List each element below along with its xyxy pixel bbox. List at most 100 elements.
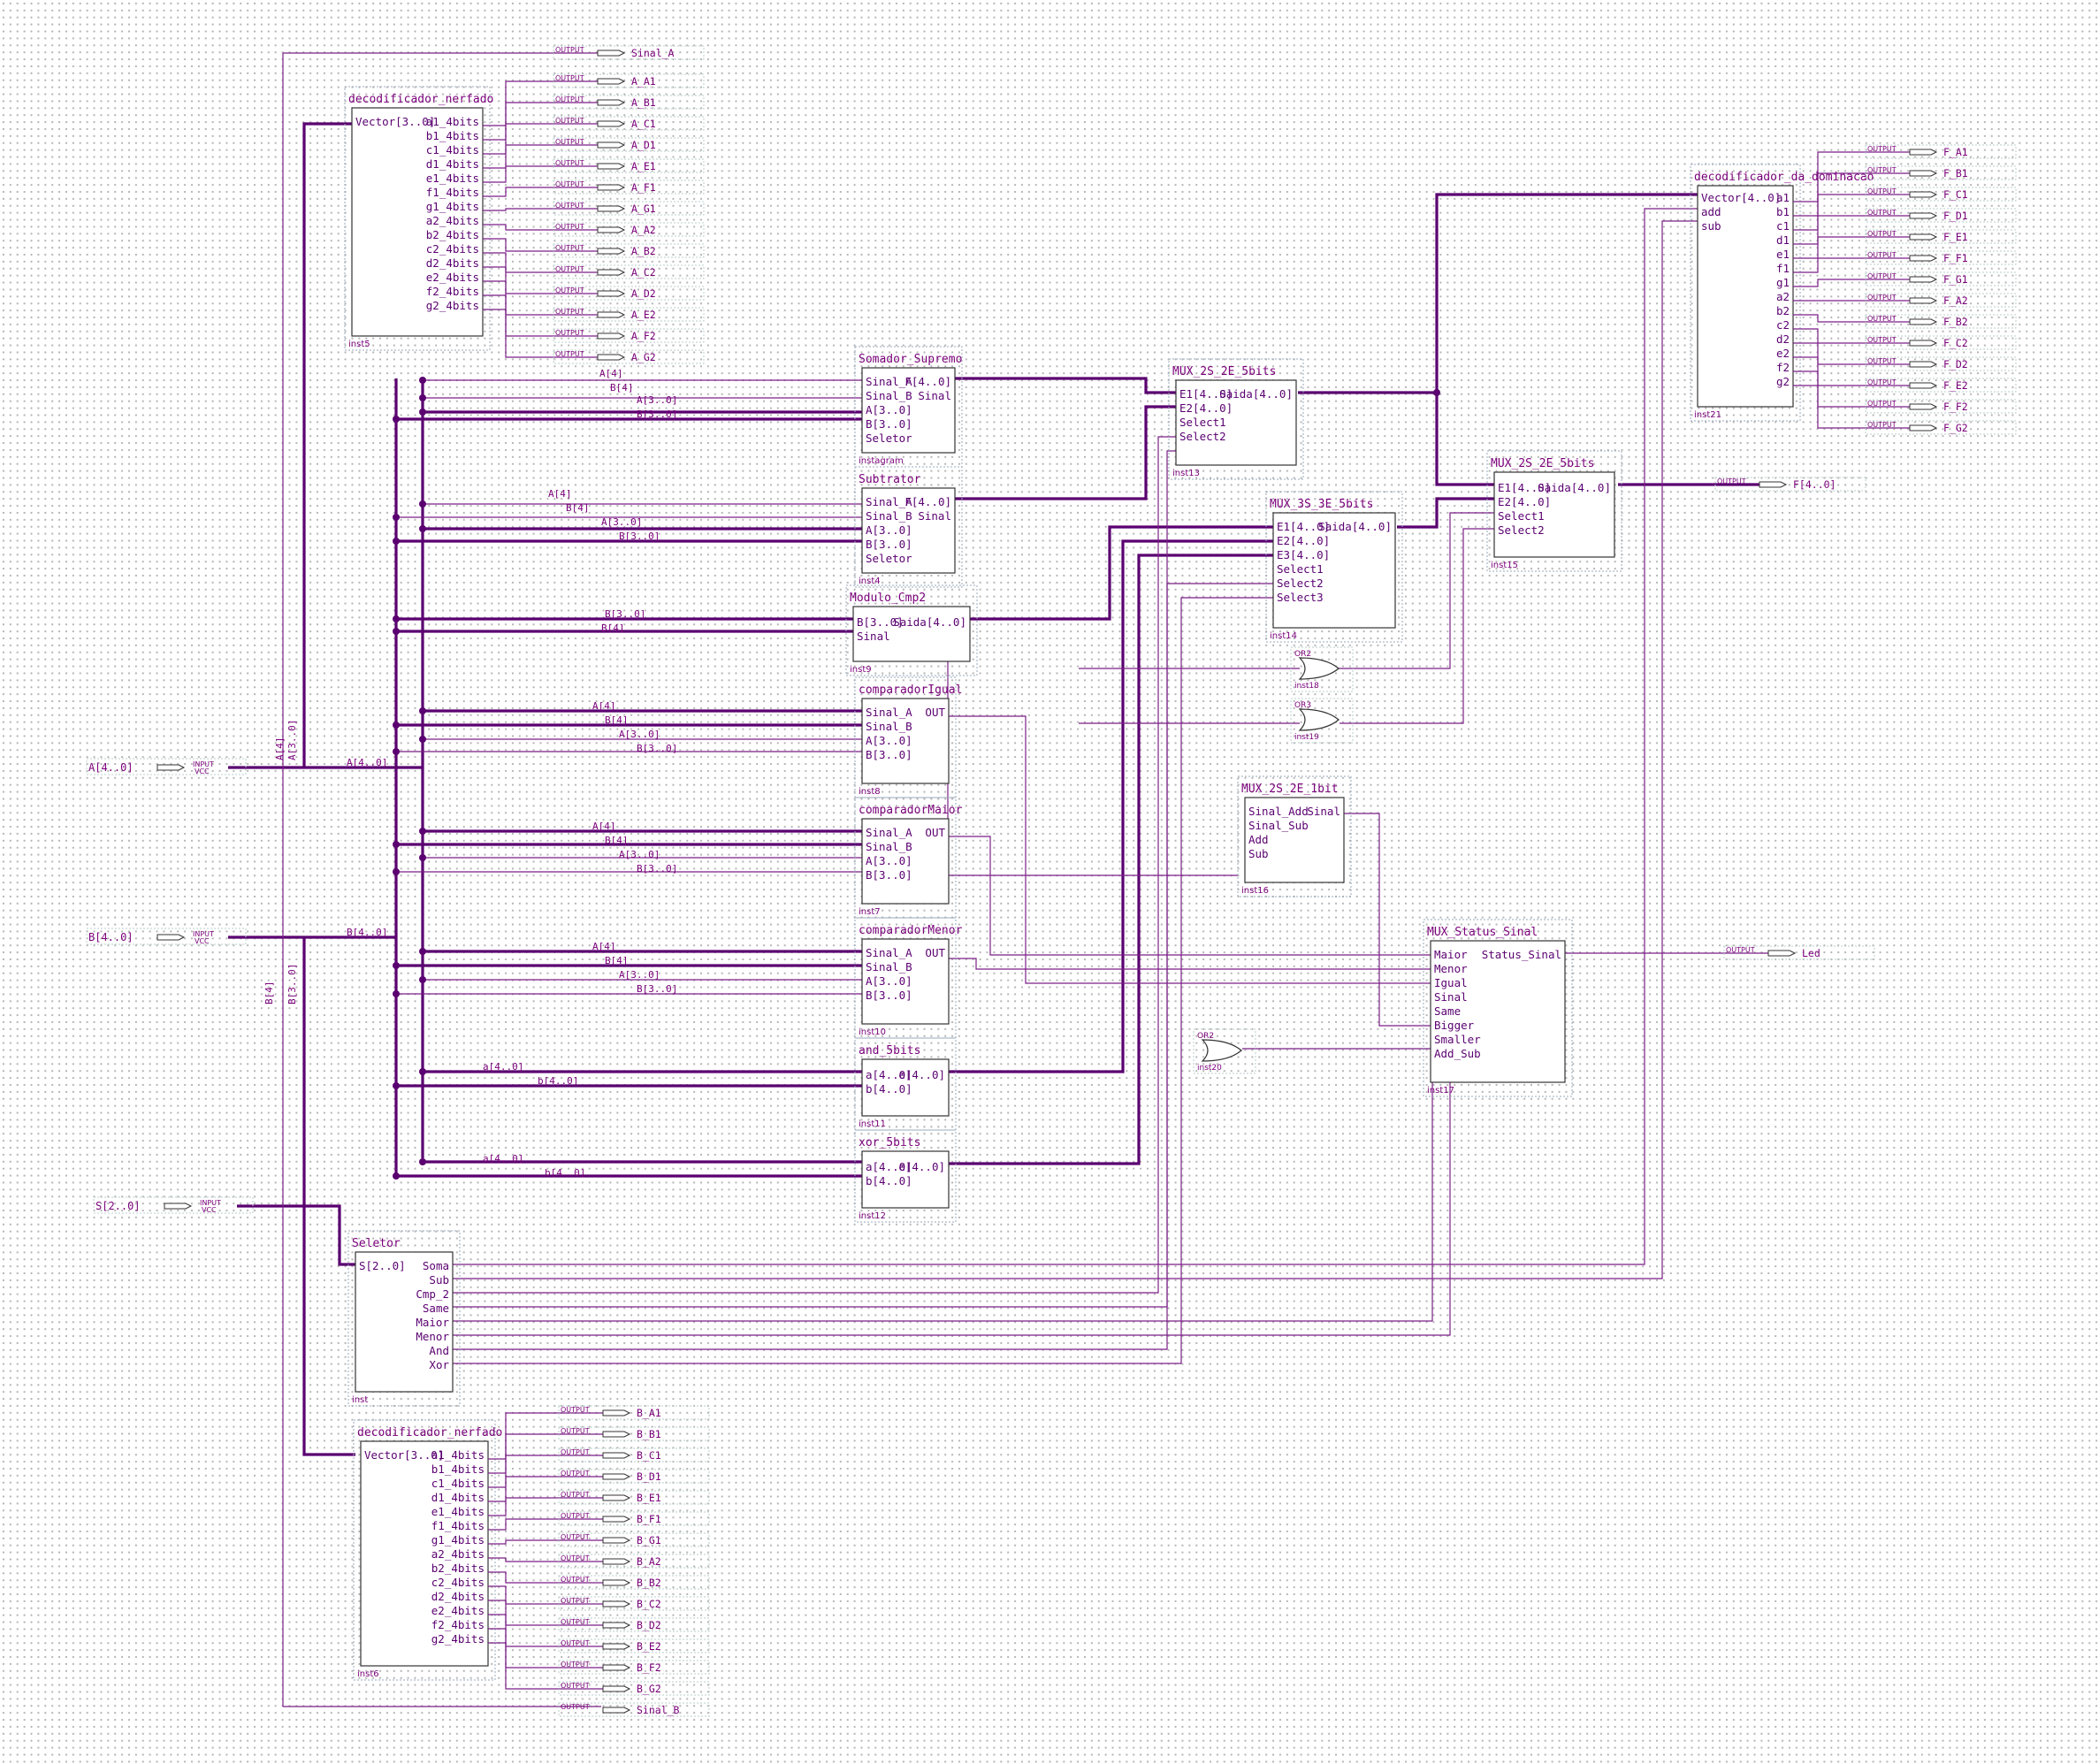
pin-label: B_D2	[637, 1619, 661, 1631]
pin-shape	[597, 226, 626, 233]
block-seletor[interactable]: SeletorinstS[2..0]SomaSubCmp_2SameMaiorM…	[347, 1230, 461, 1407]
pin-kind: OUTPUT	[555, 265, 584, 273]
block-mux2s_b[interactable]: MUX_2S_2E_5bitsinst15E1[4..0]E2[4..0]Sel…	[1486, 450, 1622, 572]
pin-label: B_A2	[637, 1555, 661, 1568]
control-wire	[453, 597, 1273, 1364]
pin-shape	[1909, 170, 1938, 177]
block-dec_b[interactable]: decodificador_nerfadoinst6Vector[3..0]a1…	[353, 1419, 502, 1681]
block-maior[interactable]: comparadorMaiorinst7Sinal_ASinal_BA[3..0…	[854, 797, 963, 919]
pin-shape	[164, 1203, 193, 1210]
net-label: B[3..0]	[637, 863, 677, 874]
block-somador[interactable]: Somador_SupremoinstagramSinal_ASinal_BA[…	[854, 346, 963, 468]
block-body	[861, 938, 950, 1025]
pin-kind: OUTPUT	[1867, 230, 1897, 238]
junction-dot	[393, 1082, 400, 1089]
block-mux3s[interactable]: MUX_3S_3E_5bitsinst14E1[4..0]E2[4..0]E3[…	[1265, 491, 1403, 643]
block-frame	[1237, 775, 1352, 897]
port-out: Maior	[416, 1316, 449, 1329]
pin-frame	[558, 1532, 710, 1547]
block-body	[351, 107, 484, 337]
junction-dot	[393, 748, 400, 755]
wire	[1793, 342, 1910, 365]
pin-label: B_F2	[637, 1661, 661, 1674]
port-out: b2	[1776, 304, 1790, 317]
pin-shape	[156, 934, 186, 941]
wire	[946, 958, 1431, 970]
port-out: c2_4bits	[426, 242, 479, 256]
net-label: A[4]	[274, 737, 286, 761]
wire	[1793, 257, 1910, 273]
block-title: decodificador_da_dominacao	[1694, 171, 1874, 184]
block-title: Seletor	[352, 1237, 401, 1250]
pin-label: Led	[1802, 947, 1820, 959]
control-wire	[453, 220, 1698, 1279]
net-label: B[4..0]	[347, 927, 387, 938]
block-frame	[854, 1129, 957, 1223]
port-out: d1_4bits	[431, 1491, 485, 1504]
port-out: e2	[1776, 347, 1790, 360]
pin-kind: OUTPUT	[561, 1682, 590, 1690]
block-instance: inst15	[1491, 561, 1518, 570]
block-menor[interactable]: comparadorMenorinst10Sinal_ASinal_BA[3..…	[854, 917, 963, 1039]
port-out: f1	[1776, 262, 1790, 275]
net-label: B[3..0]	[619, 531, 660, 542]
pin-label: B_G1	[637, 1534, 661, 1546]
port-in: a[4..0]	[866, 1160, 912, 1173]
block-instance: inst17	[1427, 1086, 1454, 1096]
block-body	[1244, 797, 1345, 883]
gate-kind: OR3	[1294, 701, 1311, 710]
port-out: d2	[1776, 332, 1790, 346]
junction-dot	[419, 377, 426, 384]
port-out: Cmp_2	[416, 1287, 449, 1301]
pin-shape	[1909, 212, 1938, 219]
control-wire	[453, 208, 1698, 1265]
wire	[488, 1642, 603, 1690]
block-mux2s[interactable]: MUX_2S_2E_5bitsinst13E1[4..0]E2[4..0]Sel…	[1168, 358, 1304, 480]
port-out: f1_4bits	[431, 1519, 485, 1532]
net-label: b[4..0]	[545, 1167, 585, 1179]
port-in: b[4..0]	[866, 1082, 912, 1096]
pin-label: F_B1	[1943, 167, 1968, 179]
port-out: e2_4bits	[426, 271, 479, 284]
block-subtrator[interactable]: Subtratorinst4Sinal_ASinal_BA[3..0]B[3..…	[854, 466, 963, 588]
block-body	[1430, 940, 1566, 1083]
block-igual[interactable]: comparadorIgualinst8Sinal_ASinal_BA[3..0…	[854, 676, 962, 798]
block-instance: inst5	[348, 340, 370, 349]
wire	[483, 238, 598, 252]
port-out: g2_4bits	[431, 1632, 485, 1646]
net-label: A[4]	[592, 821, 616, 832]
pin-label: F[4..0]	[1793, 478, 1836, 491]
wire	[483, 123, 598, 155]
net-label: A[4]	[599, 368, 623, 379]
port-in: E2[4..0]	[1277, 534, 1330, 547]
port-out: c2_4bits	[431, 1576, 485, 1589]
pin-frame	[558, 1575, 710, 1590]
pin-frame	[1865, 293, 2017, 308]
wire	[483, 144, 598, 169]
pin-frame	[553, 286, 705, 301]
pin-shape	[602, 1600, 631, 1607]
block-dec_a[interactable]: decodificador_nerfadoinst5Vector[3..0]a1…	[344, 86, 493, 351]
pin-kind: OUTPUT	[555, 95, 584, 103]
pin-kind: OUTPUT	[561, 1427, 590, 1435]
block-mux1bit[interactable]: MUX_2S_2E_1bitinst16Sinal_AddSinal_SubAd…	[1237, 775, 1352, 897]
port-in: Sinal_B	[866, 389, 912, 402]
port-out: e2_4bits	[431, 1604, 485, 1617]
port-out: c1_4bits	[426, 143, 479, 157]
block-title: Subtrator	[859, 473, 921, 486]
pin-kind: OUTPUT	[1867, 294, 1897, 302]
block-frame	[1265, 491, 1403, 643]
wire	[1793, 215, 1910, 245]
block-dec_dom[interactable]: decodificador_da_dominacaoinst21Vector[4…	[1690, 164, 1874, 422]
junction-dot	[419, 736, 426, 743]
block-status[interactable]: MUX_Status_Sinalinst17MaiorMenorIgualSin…	[1423, 919, 1573, 1097]
